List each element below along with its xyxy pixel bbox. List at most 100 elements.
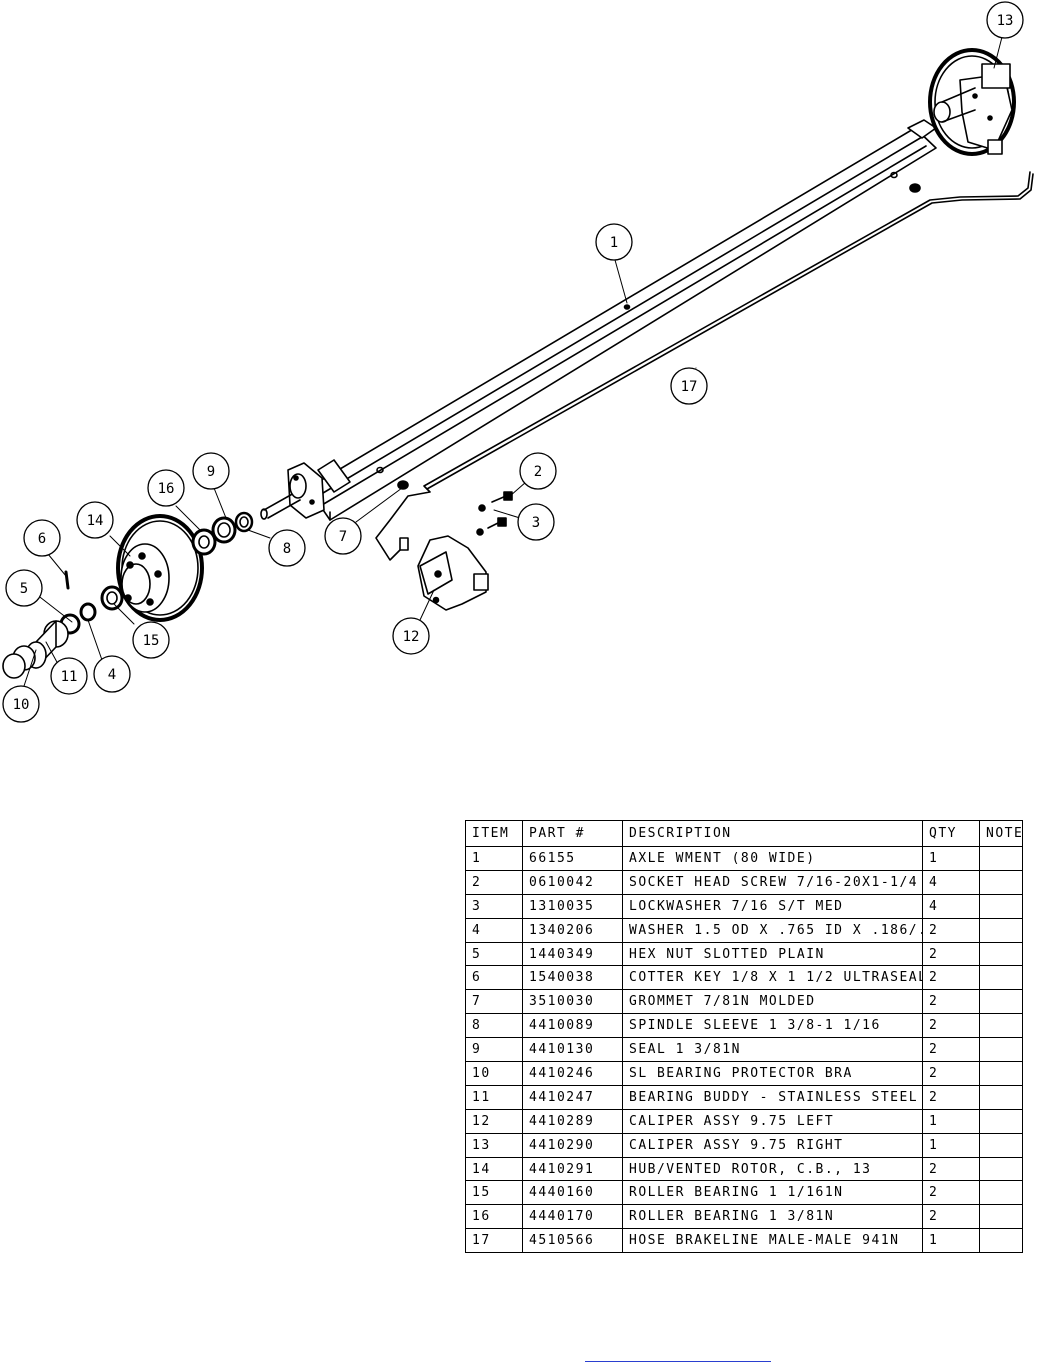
cell-item: 9 [465,1037,523,1063]
cell-description: WASHER 1.5 OD X .765 ID X .186/.206 [622,917,923,943]
cell-qty: 2 [922,1204,980,1230]
header-item: ITEM [465,820,523,847]
svg-text:17: 17 [681,379,698,395]
cell-description: COTTER KEY 1/8 X 1 1/2 ULTRASEAL [622,965,923,991]
spindle-sleeve-8 [234,511,254,533]
cell-note [979,893,1023,919]
cell-qty: 4 [922,869,980,895]
cell-description: ROLLER BEARING 1 3/81N [622,1204,923,1230]
cell-description: HUB/VENTED ROTOR, C.B., 13 [622,1156,923,1182]
table-row: 2 0610042 SOCKET HEAD SCREW 7/16-20X1-1/… [465,869,1023,895]
roller-bearing-15 [100,585,124,611]
table-row: 3 1310035 LOCKWASHER 7/16 S/T MED 4 [465,893,1023,919]
svg-text:11: 11 [61,669,78,685]
table-row: 1 66155 AXLE WMENT (80 WIDE) 1 [465,846,1023,871]
cell-part-number: 4410290 [522,1132,623,1158]
svg-text:12: 12 [403,629,420,645]
cell-note [979,1061,1023,1086]
svg-text:3: 3 [532,515,540,531]
table-row: 9 4410130 SEAL 1 3/81N 2 [465,1037,1023,1063]
cell-qty: 1 [922,846,980,871]
cell-item: 2 [465,869,523,895]
seal-9 [211,516,237,544]
cell-description: AXLE WMENT (80 WIDE) [622,846,923,871]
cell-item: 14 [465,1156,523,1182]
table-row: 17 4510566 HOSE BRAKELINE MALE-MALE 941N… [465,1228,1023,1254]
balloon-3: 3 [517,503,555,541]
cell-note [979,1084,1023,1110]
header-description: DESCRIPTION [622,820,923,847]
cell-item: 13 [465,1132,523,1158]
cell-qty: 2 [922,941,980,967]
balloon-7: 7 [324,517,362,555]
cell-part-number: 4410247 [522,1084,623,1110]
cell-item: 17 [465,1228,523,1254]
cell-description: CALIPER ASSY 9.75 LEFT [622,1108,923,1134]
cell-description: CALIPER ASSY 9.75 RIGHT [622,1132,923,1158]
cell-item: 5 [465,941,523,967]
cell-note [979,1180,1023,1206]
table-row: 8 4410089 SPINDLE SLEEVE 1 3/8-1 1/16 2 [465,1013,1023,1039]
cell-note [979,1156,1023,1182]
cell-note [979,1037,1023,1063]
cell-part-number: 1340206 [522,917,623,943]
cell-note [979,965,1023,991]
cell-note [979,1108,1023,1134]
roller-bearing-16 [191,528,217,556]
svg-text:4: 4 [108,667,116,683]
balloon-4: 4 [93,655,131,693]
svg-text:14: 14 [87,513,104,529]
bom-header-row: ITEM PART # DESCRIPTION QTY NOTE [465,820,1023,847]
cell-qty: 2 [922,1037,980,1063]
right-hub-rotor-caliper [928,48,1016,156]
brake-line-hose [375,171,1034,561]
table-row: 13 4410290 CALIPER ASSY 9.75 RIGHT 1 [465,1132,1023,1158]
cell-part-number: 4410291 [522,1156,623,1182]
cell-qty: 2 [922,1156,980,1182]
table-row: 16 4440170 ROLLER BEARING 1 3/81N 2 [465,1204,1023,1230]
cell-description: SOCKET HEAD SCREW 7/16-20X1-1/4 [622,869,923,895]
cell-part-number: 66155 [522,846,623,871]
cell-item: 12 [465,1108,523,1134]
cell-item: 10 [465,1061,523,1086]
cell-qty: 2 [922,917,980,943]
header-note: NOTE [979,820,1023,847]
cell-note [979,989,1023,1015]
cell-description: SEAL 1 3/81N [622,1037,923,1063]
cell-part-number: 4410130 [522,1037,623,1063]
cell-qty: 1 [922,1108,980,1134]
cell-description: LOCKWASHER 7/16 S/T MED [622,893,923,919]
cell-qty: 1 [922,1228,980,1254]
cell-note [979,1132,1023,1158]
balloon-9: 9 [192,452,230,490]
left-spindle-flange [260,459,351,520]
cell-description: SPINDLE SLEEVE 1 3/8-1 1/16 [622,1013,923,1039]
svg-text:9: 9 [207,464,215,480]
cell-item: 16 [465,1204,523,1230]
balloon-10: 10 [2,685,40,723]
bearing-protector-10 [2,645,36,679]
exploded-assembly-drawing: 1 2 3 4 5 6 7 8 9 10 11 12 [2,1,1034,723]
cell-description: HOSE BRAKELINE MALE-MALE 941N [622,1228,923,1254]
cell-note [979,1204,1023,1230]
cell-part-number: 1310035 [522,893,623,919]
balloon-13: 13 [986,1,1024,39]
balloon-16: 16 [147,469,185,507]
cell-qty: 2 [922,965,980,991]
left-caliper [417,535,489,611]
leader-lines [23,36,1003,687]
cell-note [979,869,1023,895]
cell-part-number: 1440349 [522,941,623,967]
balloon-8: 8 [268,529,306,567]
table-row: 15 4440160 ROLLER BEARING 1 1/161N 2 [465,1180,1023,1206]
cell-note [979,1228,1023,1254]
cell-description: ROLLER BEARING 1 1/161N [622,1180,923,1206]
hub-vented-rotor [116,514,204,622]
cell-note [979,846,1023,871]
cell-part-number: 4410246 [522,1061,623,1086]
socket-screws [476,491,513,536]
cell-description: HEX NUT SLOTTED PLAIN [622,941,923,967]
cell-qty: 2 [922,989,980,1015]
cell-qty: 2 [922,1061,980,1086]
cell-part-number: 3510030 [522,989,623,1015]
